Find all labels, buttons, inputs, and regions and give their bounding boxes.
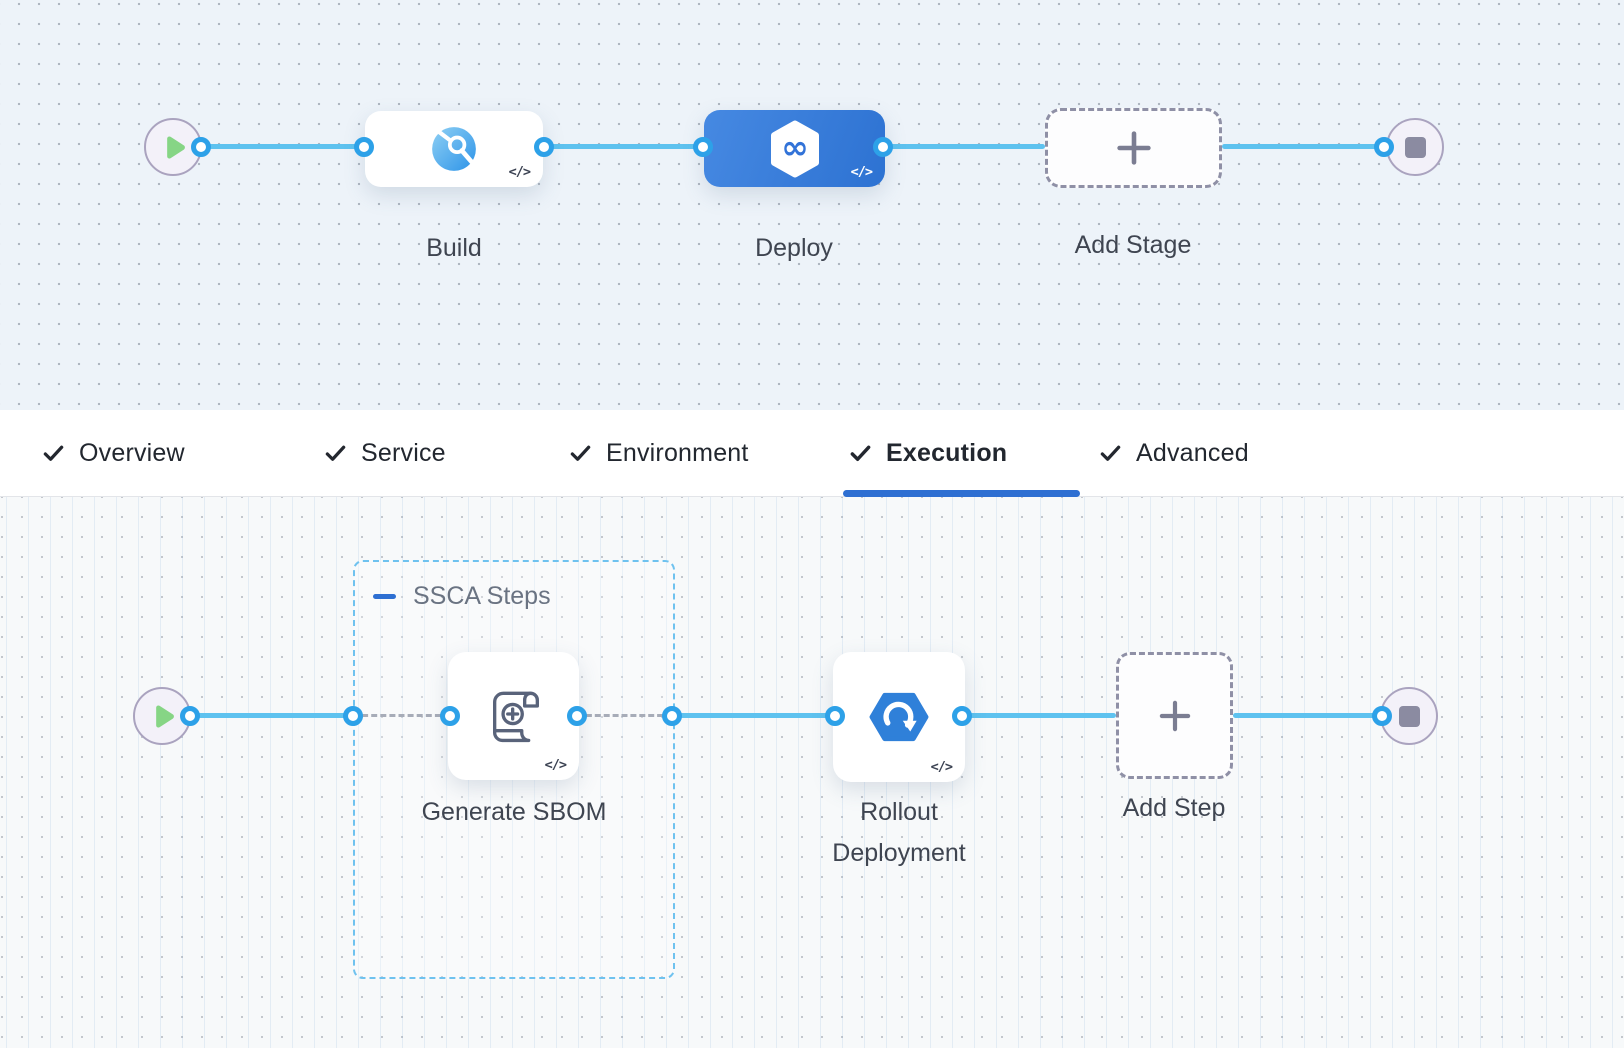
wire xyxy=(1233,713,1382,718)
stage-label-deploy: Deploy xyxy=(755,234,833,262)
add-step-button[interactable] xyxy=(1116,652,1233,779)
step-card-rollout-deployment[interactable]: </> xyxy=(833,652,965,782)
wire xyxy=(201,144,364,149)
code-badge: </> xyxy=(544,757,567,773)
play-icon xyxy=(153,704,176,729)
check-icon xyxy=(1099,442,1122,465)
port[interactable] xyxy=(952,706,972,726)
stage-label-build: Build xyxy=(426,234,482,262)
tab-label: Advanced xyxy=(1136,438,1249,467)
code-badge: </> xyxy=(930,759,953,775)
ssca-group-header: SSCA Steps xyxy=(373,582,551,611)
stage-card-build[interactable]: </> xyxy=(365,111,543,187)
wire-dashed xyxy=(353,714,450,717)
wire xyxy=(962,713,1116,718)
port[interactable] xyxy=(662,706,682,726)
stage-graph-canvas[interactable]: </> ∞ </> Build Deploy Add Stage xyxy=(0,0,1624,410)
tab-label: Execution xyxy=(886,438,1008,467)
tab-advanced[interactable]: Advanced xyxy=(1099,410,1249,496)
step-label-rollout-deployment: Rollout Deployment xyxy=(832,798,966,867)
tab-environment[interactable]: Environment xyxy=(569,410,749,496)
wire xyxy=(544,144,703,149)
tab-label: Environment xyxy=(606,438,749,467)
tab-overview[interactable]: Overview xyxy=(42,410,185,496)
port[interactable] xyxy=(825,706,845,726)
step-label-generate-sbom: Generate SBOM xyxy=(421,798,607,826)
code-badge: </> xyxy=(850,164,873,180)
stage-card-deploy[interactable]: ∞ </> xyxy=(704,110,885,187)
group-label: SSCA Steps xyxy=(413,582,551,610)
plus-icon xyxy=(1154,695,1196,737)
port[interactable] xyxy=(343,706,363,726)
tab-execution[interactable]: Execution xyxy=(849,410,1007,496)
code-badge: </> xyxy=(508,164,531,180)
rollout-icon xyxy=(869,690,929,744)
cd-deploy-icon: ∞ xyxy=(767,119,823,179)
ci-build-icon xyxy=(429,124,479,174)
port[interactable] xyxy=(440,706,460,726)
step-label-add-step: Add Step xyxy=(1122,794,1226,822)
wire-dashed xyxy=(577,714,672,717)
step-card-generate-sbom[interactable]: </> xyxy=(448,652,579,780)
port[interactable] xyxy=(873,137,893,157)
tab-service[interactable]: Service xyxy=(324,410,446,496)
port[interactable] xyxy=(534,137,554,157)
add-stage-button[interactable] xyxy=(1045,108,1222,188)
check-icon xyxy=(42,442,65,465)
check-icon xyxy=(849,442,872,465)
wire xyxy=(672,713,837,718)
execution-graph-canvas[interactable]: SSCA Steps </> xyxy=(0,497,1624,1048)
active-tab-underline xyxy=(843,490,1080,497)
tab-label: Overview xyxy=(79,438,185,467)
sbom-scroll-icon xyxy=(482,684,546,748)
wire xyxy=(1222,144,1384,149)
plus-icon xyxy=(1111,125,1157,171)
check-icon xyxy=(569,442,592,465)
port[interactable] xyxy=(1372,706,1392,726)
check-icon xyxy=(324,442,347,465)
port[interactable] xyxy=(567,706,587,726)
port[interactable] xyxy=(693,137,713,157)
port[interactable] xyxy=(354,137,374,157)
port[interactable] xyxy=(191,137,211,157)
minus-icon[interactable] xyxy=(373,594,396,599)
stop-icon xyxy=(1398,705,1420,727)
wire xyxy=(190,713,353,718)
pipeline-end-node xyxy=(1386,118,1444,176)
stage-label-add-stage: Add Stage xyxy=(1074,231,1192,259)
stop-icon xyxy=(1404,136,1426,158)
tab-label: Service xyxy=(361,438,446,467)
stage-config-tabbar: Overview Service Environment Execution A… xyxy=(0,410,1624,497)
port[interactable] xyxy=(1374,137,1394,157)
svg-text:∞: ∞ xyxy=(781,127,809,166)
play-icon xyxy=(164,135,187,160)
wire xyxy=(883,144,1045,149)
port[interactable] xyxy=(180,706,200,726)
